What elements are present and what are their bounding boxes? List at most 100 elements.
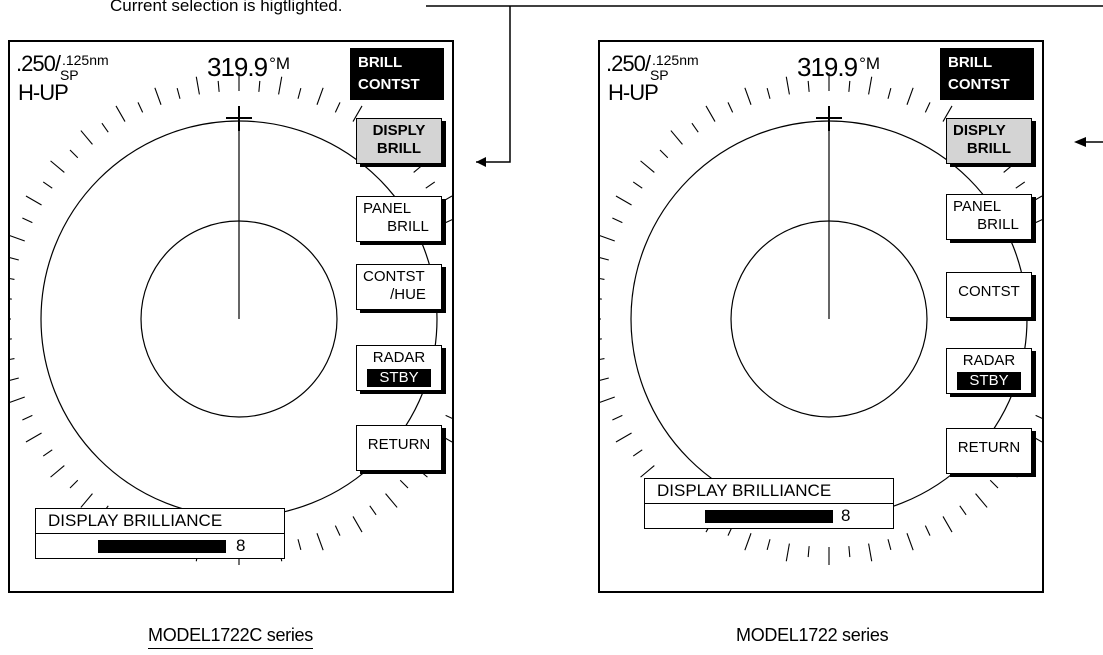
bearing-tick (807, 546, 810, 558)
bearing-tick (807, 80, 810, 92)
return-button[interactable]: RETURN (356, 425, 442, 471)
bearing-tick (101, 122, 109, 133)
bearing-tick (369, 505, 377, 516)
display-brilliance-label: DISPLAY BRILLIANCE (36, 509, 284, 534)
bearing-tick (80, 130, 93, 145)
bearing-tick (670, 130, 683, 145)
heading-readout: 319.9°M (207, 52, 291, 82)
bearing-tick (453, 235, 454, 241)
bearing-tick (600, 396, 615, 403)
return-button[interactable]: RETURN (946, 428, 1032, 474)
model-caption-right: MODEL1722 series (736, 625, 889, 645)
bearing-tick (50, 465, 65, 478)
bearing-tick (600, 358, 605, 360)
bearing-tick (887, 539, 892, 550)
bearing-tick (25, 195, 42, 206)
bearing-tick (334, 102, 341, 113)
bearing-tick (744, 87, 752, 105)
bearing-tick (906, 87, 914, 105)
display-brilliance-box: DISPLAY BRILLIANCE 8 (644, 478, 894, 529)
bearing-tick (744, 533, 752, 551)
bearing-tick (385, 493, 398, 508)
bearing-tick (10, 278, 15, 280)
bearing-tick (705, 105, 716, 122)
model-caption-left: MODEL1722C series (148, 625, 313, 649)
bearing-tick (316, 87, 324, 105)
bearing-tick (334, 525, 341, 536)
bearing-tick (785, 76, 790, 95)
bearing-tick (868, 543, 873, 562)
bearing-tick (399, 479, 409, 489)
bearing-tick (25, 432, 42, 443)
bearing-tick (615, 195, 632, 206)
bearing-tick (176, 88, 181, 99)
bearing-tick (42, 181, 53, 189)
bearing-tick (10, 235, 25, 242)
bearing-tick (924, 525, 931, 536)
bearing-tick (69, 479, 79, 489)
bearing-tick (640, 465, 655, 478)
bearing-tick (612, 414, 623, 421)
bearing-tick (785, 543, 790, 562)
display-brilliance-label: DISPLAY BRILLIANCE (645, 479, 893, 504)
bearing-tick (989, 479, 999, 489)
mode-readout: H-UP (608, 80, 659, 105)
bearing-tick (22, 414, 33, 421)
bearing-tick (600, 278, 605, 280)
bearing-tick (425, 181, 436, 189)
bearing-tick (258, 80, 261, 92)
bearing-tick (600, 257, 609, 261)
brilliance-value: 8 (236, 536, 246, 555)
bearing-tick (1035, 414, 1042, 419)
bearing-tick (887, 88, 892, 99)
bearing-tick (924, 102, 931, 113)
bearing-tick (691, 122, 699, 133)
bearing-tick (10, 377, 19, 381)
bearing-tick (42, 449, 53, 457)
bearing-tick (868, 76, 873, 95)
bearing-tick (80, 493, 93, 508)
bearing-tick (69, 149, 79, 159)
bearing-tick (352, 105, 363, 122)
mode-readout: H-UP (18, 80, 69, 105)
brilliance-level-bar (705, 510, 833, 523)
bearing-tick (640, 160, 655, 173)
bearing-tick (154, 87, 162, 105)
bearing-tick (1043, 235, 1044, 241)
bearing-tick (10, 338, 12, 340)
bearing-tick (445, 414, 452, 419)
bearing-tick (942, 516, 953, 533)
bearing-tick (766, 539, 771, 550)
callout-text: Current selection is higtlighted. (110, 0, 343, 15)
bearing-tick (766, 88, 771, 99)
bearing-tick (906, 533, 914, 551)
bearing-tick (297, 539, 302, 550)
bearing-tick (942, 105, 953, 122)
bearing-tick (600, 235, 615, 242)
bearing-tick (352, 516, 363, 533)
bearing-tick (632, 181, 643, 189)
bearing-tick (10, 298, 12, 300)
brilliance-level-bar (98, 540, 226, 553)
bearing-tick (195, 76, 200, 95)
bearing-tick (1035, 219, 1042, 224)
bearing-tick (50, 160, 65, 173)
bearing-tick (659, 149, 669, 159)
contst-hue-button[interactable]: CONTST/HUE (356, 264, 442, 310)
bearing-tick (612, 217, 623, 224)
bearing-tick (10, 358, 15, 360)
bearing-tick (10, 257, 19, 261)
bearing-tick (453, 397, 454, 403)
bearing-tick (1015, 181, 1026, 189)
contst-button[interactable]: CONTST (946, 272, 1032, 318)
